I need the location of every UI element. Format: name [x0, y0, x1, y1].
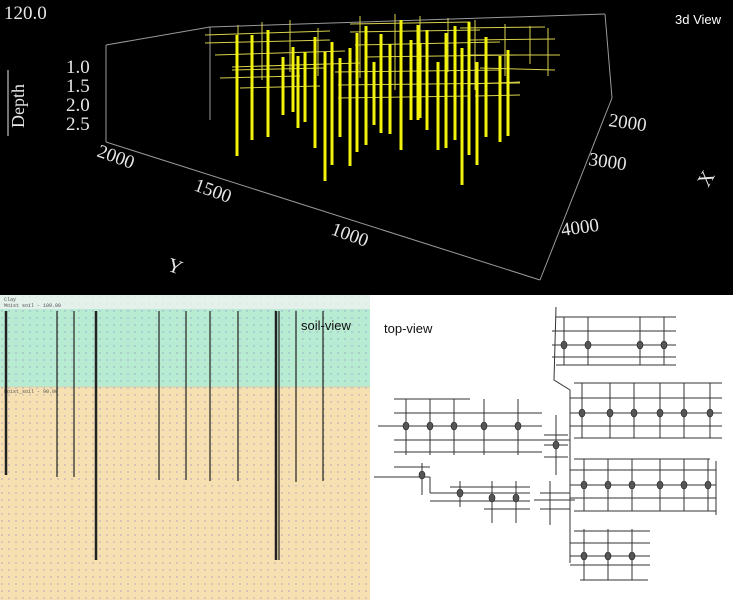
y-tick-label: 1500	[191, 175, 234, 208]
grid-line	[479, 67, 556, 71]
top-pile-marker	[636, 340, 644, 350]
top-value-label: 120.0	[4, 3, 47, 24]
top-pile-marker	[606, 408, 614, 418]
x-tick-label: 3000	[587, 149, 628, 175]
top-pile-marker	[512, 493, 520, 503]
top-pile-marker	[660, 340, 668, 350]
grid-line	[231, 67, 326, 71]
z-axis-label: Depth	[8, 84, 28, 128]
top-pile-marker	[426, 421, 434, 431]
top-pile-marker	[418, 470, 426, 480]
grid-line	[337, 95, 471, 99]
soil-view-piles	[4, 311, 324, 560]
top-view-canvas: top-view	[374, 306, 722, 581]
upper-soil-layer	[0, 295, 370, 387]
grid-line	[469, 38, 556, 41]
y-axis-label: Y	[164, 254, 185, 280]
top-pile-marker	[656, 480, 664, 490]
grid-line	[219, 75, 301, 79]
box-frame	[105, 13, 613, 281]
top-view-label: top-view	[384, 321, 433, 336]
top-pile-marker	[680, 408, 688, 418]
top-pile-marker	[488, 493, 496, 503]
grid-line	[459, 26, 546, 29]
top-pile-marker	[604, 480, 612, 490]
top-pile-marker	[604, 551, 612, 561]
grid-line	[349, 29, 481, 33]
top-pile-marker	[402, 421, 410, 431]
top-pile-marker	[514, 421, 522, 431]
soil-layer-label: Clay	[4, 297, 16, 303]
z-tick-label: 2.5	[66, 114, 90, 135]
top-pile-marker	[552, 440, 560, 450]
z-tick-label: 2.0	[66, 95, 90, 116]
top-view-piles	[402, 340, 714, 561]
soil-view-label: soil-view	[301, 318, 351, 333]
soil-layer-label: Moist soil - 100.00	[4, 303, 61, 309]
top-pile-marker	[450, 421, 458, 431]
top-view-grid-lines	[374, 306, 722, 581]
y-tick-label: 2000	[94, 141, 137, 174]
grid-line	[474, 94, 521, 97]
top-pile-marker	[480, 421, 488, 431]
z-tick-label: 1.0	[66, 57, 90, 78]
grid-line	[349, 21, 471, 25]
z-tick-label: 1.5	[66, 76, 90, 97]
soil-layer-label: Moist_soil - 90.00	[4, 389, 58, 395]
top-pile-marker	[628, 480, 636, 490]
top-pile-marker	[704, 480, 712, 490]
top-pile-marker	[630, 408, 638, 418]
three-d-view-panel: 120.0 3d View 1.0 1.5 2.0 2.5 Depth 2000…	[0, 0, 733, 295]
site-boundary	[553, 306, 571, 455]
soil-header-strip	[0, 295, 370, 309]
top-pile-marker	[578, 408, 586, 418]
top-pile-marker	[584, 340, 592, 350]
top-pile-marker	[680, 480, 688, 490]
soil-view-panel: Clay Moist soil - 100.00 Moist_soil - 90…	[0, 295, 370, 600]
top-pile-marker	[628, 551, 636, 561]
top-pile-marker	[580, 551, 588, 561]
top-view-panel: top-view	[370, 295, 733, 600]
x-tick-label: 4000	[560, 215, 601, 241]
soil-view-canvas: Clay Moist soil - 100.00 Moist_soil - 90…	[0, 295, 370, 600]
top-pile-marker	[580, 480, 588, 490]
x-tick-label: 2000	[607, 110, 648, 136]
top-pile-marker	[456, 488, 464, 498]
three-d-view-canvas: 120.0 3d View 1.0 1.5 2.0 2.5 Depth 2000…	[4, 3, 722, 281]
top-pile-marker	[656, 408, 664, 418]
x-axis-label: X	[693, 167, 720, 191]
lower-soil-layer	[0, 387, 370, 600]
top-pile-marker	[706, 408, 714, 418]
top-pile-marker	[560, 340, 568, 350]
view-3d-label: 3d View	[675, 12, 722, 27]
piles-3d	[235, 20, 510, 185]
